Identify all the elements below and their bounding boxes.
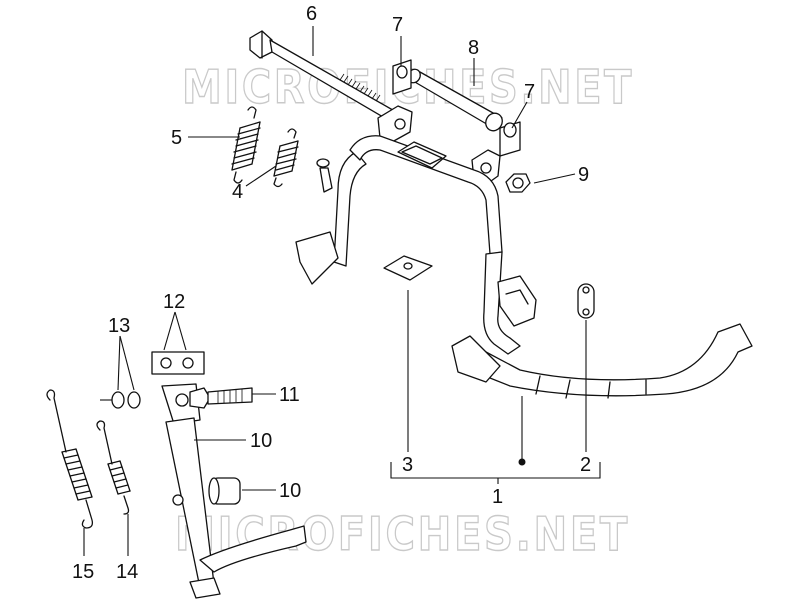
- callout-10: 10: [250, 430, 272, 452]
- part-12-bolt[interactable]: [189, 387, 253, 409]
- part-7-washer-lower[interactable]: [499, 121, 521, 157]
- callout-1: 1: [492, 486, 503, 508]
- callout-4: 4: [232, 181, 243, 203]
- leader-lines: [83, 26, 601, 556]
- callout-5: 5: [171, 127, 182, 149]
- callout-3: 3: [402, 454, 413, 476]
- grease-nipple: [316, 158, 333, 193]
- part-14-washers[interactable]: [111, 391, 141, 409]
- part-4-spring[interactable]: [273, 128, 299, 188]
- part-11-bushing[interactable]: [208, 477, 241, 505]
- part-7-washer-upper[interactable]: [392, 59, 412, 95]
- part-15-spring[interactable]: [96, 420, 131, 515]
- callout-13: 12: [163, 291, 185, 313]
- callout-16: 15: [72, 561, 94, 583]
- callout-8: 8: [468, 37, 479, 59]
- callout-12: 11: [279, 384, 300, 406]
- callout-2: 2: [580, 454, 591, 476]
- part-13-washers[interactable]: [151, 351, 205, 375]
- part-5-spring[interactable]: [231, 106, 261, 184]
- callout-7-upper: 7: [392, 14, 403, 36]
- callout-7-lower: 7: [524, 81, 535, 103]
- part-8-pin[interactable]: [405, 67, 505, 134]
- part-10-side-stand[interactable]: [161, 383, 307, 599]
- callout-1-dot: [518, 458, 526, 466]
- callout-14: 13: [108, 315, 130, 337]
- part-2-link[interactable]: [577, 283, 595, 319]
- part-6-long-bolt[interactable]: [249, 30, 399, 125]
- part-1-center-stand[interactable]: [295, 105, 753, 399]
- part-9-nut[interactable]: [505, 173, 531, 193]
- callout-9: 9: [578, 164, 589, 186]
- callout-11: 10: [279, 480, 301, 502]
- callout-6: 6: [306, 3, 317, 25]
- callout-15: 14: [116, 561, 138, 583]
- part-16-spring[interactable]: [46, 389, 94, 529]
- part-3-plate[interactable]: [383, 255, 433, 281]
